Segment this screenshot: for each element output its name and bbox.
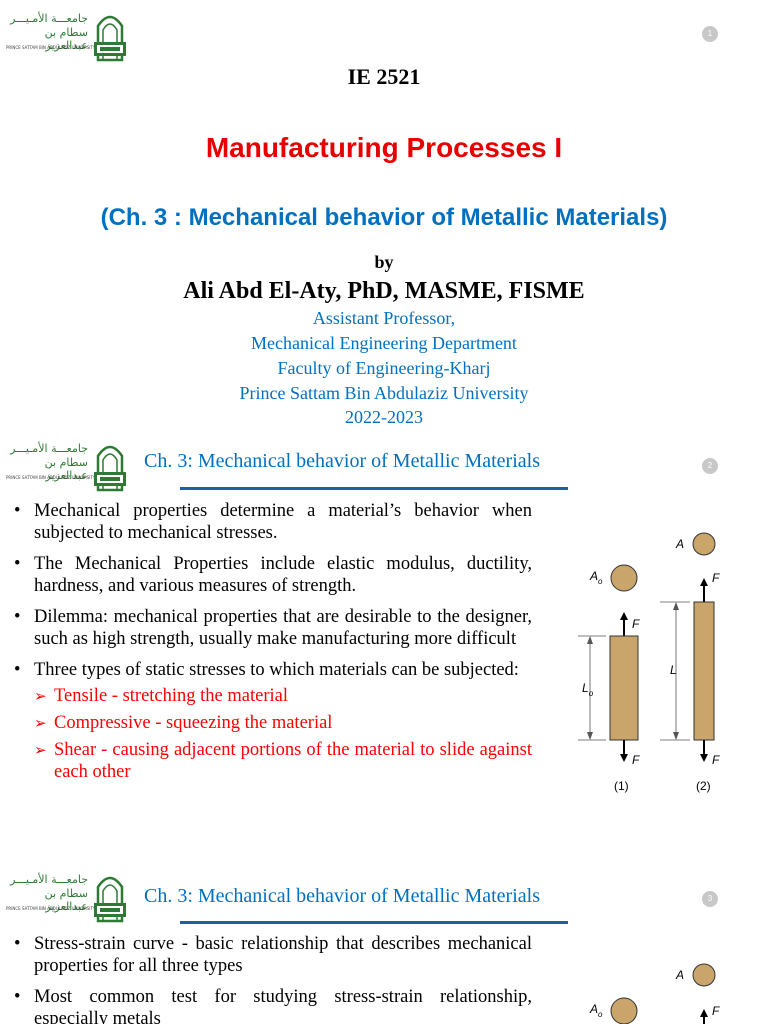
label-F: F (712, 571, 720, 585)
page-number-badge: 2 (702, 458, 718, 474)
logo-arabic-line2: سطام بن عبدالعزيز (44, 26, 88, 52)
bullet-list: Stress-strain curve - basic relationship… (12, 933, 532, 1024)
bullet-item: Most common test for studying stress-str… (12, 986, 532, 1024)
course-code: IE 2521 (347, 64, 421, 89)
bullet-item: Dilemma: mechanical properties that are … (12, 606, 532, 650)
label-F: F (712, 753, 720, 767)
sub-bullet-list: Tensile - stretching the material Compre… (34, 685, 532, 783)
slide-header: Ch. 3: Mechanical behavior of Metallic M… (144, 450, 540, 472)
logo-english: PRINCE SATTAM BIN ABDULAZIZ UNIVERSITY (6, 45, 96, 50)
slide-3: جامعـــة الأمـيـــر سطام بن عبدالعزيز PR… (0, 855, 768, 1024)
tensile-specimen-figure: A Ao F (589, 963, 720, 1024)
label-A: A (675, 537, 684, 551)
bullet-item: Three types of static stresses to which … (12, 659, 532, 783)
sub-bullet-shear: Shear - causing adjacent portions of the… (34, 739, 532, 783)
university-emblem-icon (94, 445, 126, 492)
label-Lo: Lo (582, 681, 594, 698)
label-1: (1) (614, 779, 629, 793)
logo-arabic-line1: جامعـــة الأمـيـــر (10, 873, 88, 886)
label-2: (2) (696, 779, 711, 793)
author-university: Prince Sattam Bin Abdulaziz University (239, 383, 529, 403)
header-underline (180, 487, 568, 490)
sub-bullet-tensile: Tensile - stretching the material (34, 685, 532, 707)
page-number-badge: 1 (702, 26, 718, 42)
label-F: F (632, 617, 640, 631)
label-A: A (675, 968, 684, 982)
slide-header: Ch. 3: Mechanical behavior of Metallic M… (144, 885, 540, 907)
slide-1: جامعـــة الأمـيـــر سطام بن عبدالعزيز PR… (0, 0, 768, 428)
chapter-title: (Ch. 3 : Mechanical behavior of Metallic… (100, 204, 668, 231)
by-label: by (374, 252, 394, 272)
bullet-item: The Mechanical Properties include elasti… (12, 553, 532, 597)
bullet-list: Mechanical properties determine a materi… (12, 500, 532, 792)
logo-arabic-line2: سطام بن عبدالعزيز (44, 887, 88, 913)
author-name: Ali Abd El-Aty, PhD, MASME, FISME (183, 278, 585, 304)
label-Ao: Ao (589, 1002, 603, 1019)
bullet-text: Three types of static stresses to which … (34, 660, 519, 680)
bullet-item: Stress-strain curve - basic relationship… (12, 933, 532, 977)
academic-year: 2022-2023 (345, 407, 423, 427)
logo-arabic-line1: جامعـــة الأمـيـــر (10, 12, 88, 25)
logo-arabic-line2: سطام بن عبدالعزيز (44, 456, 88, 482)
tensile-specimen-figure: A Ao F F Lo (1) F F L (2) (578, 532, 720, 793)
author-department: Mechanical Engineering Department (251, 333, 517, 353)
university-emblem-icon (94, 15, 126, 62)
course-title: Manufacturing Processes I (205, 132, 563, 163)
logo-english: PRINCE SATTAM BIN ABDULAZIZ UNIVERSITY (6, 906, 96, 911)
label-F: F (632, 753, 640, 767)
logo-arabic-line1: جامعـــة الأمـيـــر (10, 442, 88, 455)
bullet-item: Mechanical properties determine a materi… (12, 500, 532, 544)
university-emblem-icon (94, 876, 126, 923)
author-title: Assistant Professor, (312, 308, 456, 328)
slide-2: جامعـــة الأمـيـــر سطام بن عبدالعزيز PR… (0, 430, 768, 850)
author-faculty: Faculty of Engineering-Kharj (277, 358, 491, 378)
label-L: L (670, 663, 677, 677)
university-logo: جامعـــة الأمـيـــر سطام بن عبدالعزيز PR… (6, 6, 128, 62)
logo-english: PRINCE SATTAM BIN ABDULAZIZ UNIVERSITY (6, 475, 96, 480)
university-logo: جامعـــة الأمـيـــر سطام بن عبدالعزيز PR… (6, 436, 128, 492)
label-Ao: Ao (589, 569, 603, 586)
sub-bullet-compressive: Compressive - squeezing the material (34, 712, 532, 734)
page-number-badge: 3 (702, 891, 718, 907)
university-logo: جامعـــة الأمـيـــر سطام بن عبدالعزيز PR… (6, 867, 128, 923)
label-F: F (712, 1004, 720, 1018)
header-underline (180, 921, 568, 924)
